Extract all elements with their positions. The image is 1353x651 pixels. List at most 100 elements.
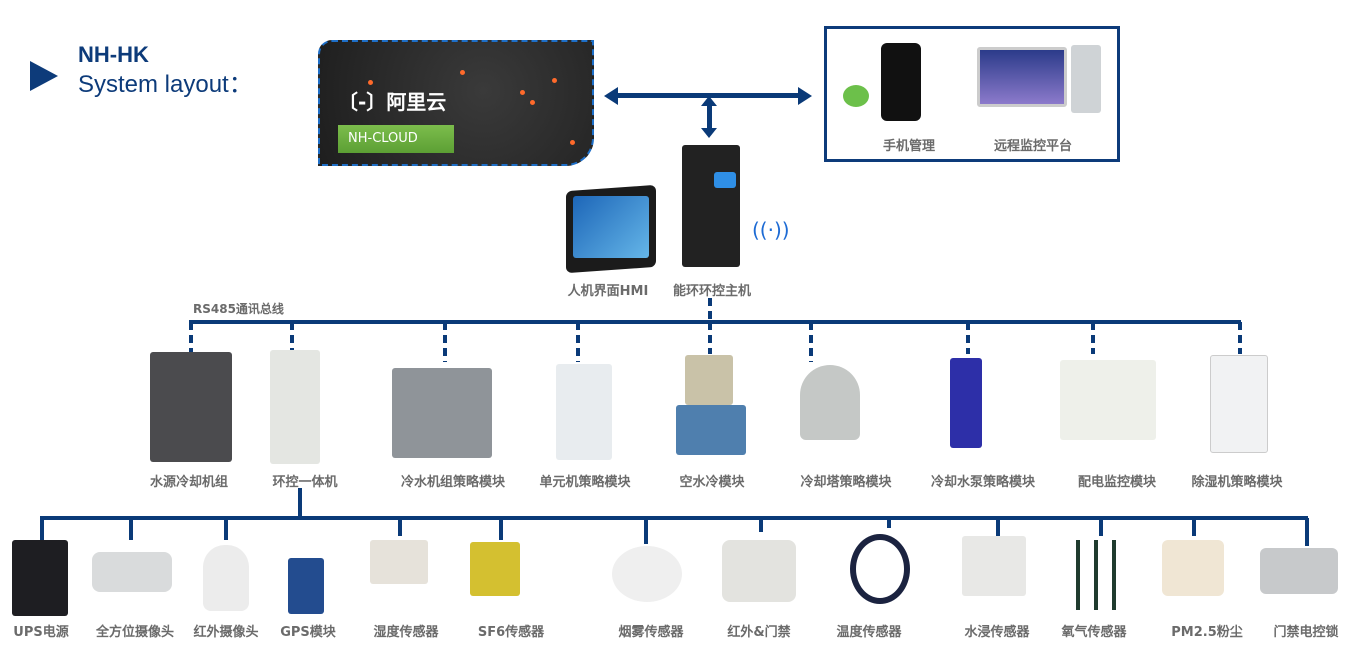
sf6-sensor-image: [470, 542, 520, 596]
map-dot: [530, 100, 535, 105]
water-chiller-image: [150, 352, 232, 462]
aliyun-logo: 〔-〕阿里云: [338, 86, 446, 115]
module-label: 除湿机策略模块: [1191, 475, 1283, 490]
module-label: 环控一体机: [272, 475, 338, 490]
sensor-label: 烟雾传感器: [618, 625, 684, 640]
module-drop: [576, 322, 580, 362]
hmi-screen: [573, 196, 649, 258]
module-label: 水源冷却机组: [149, 475, 229, 490]
ups-image: [12, 540, 68, 616]
arrow-left-icon: [604, 87, 618, 105]
host-bus-link: [708, 298, 712, 322]
sensor-drop: [499, 518, 503, 540]
module-drop: [443, 322, 447, 362]
sensor-drop: [129, 518, 133, 540]
sensor-drop: [996, 518, 1000, 536]
module-drop: [1091, 322, 1095, 354]
sensor-drop: [224, 518, 228, 540]
module-drop: [1238, 322, 1242, 354]
water-leak-sensor-image: [962, 536, 1026, 596]
bus-label: RS485通讯总线: [193, 302, 284, 316]
page-subtitle: System layout：: [78, 71, 253, 98]
module-drop: [708, 322, 712, 354]
remote-access-box: 手机管理 远程监控平台: [824, 26, 1120, 162]
rs485-bus-line: [189, 320, 1241, 324]
sensor-label: 温度传感器: [836, 625, 902, 640]
humidity-sensor-image: [370, 540, 428, 584]
module-drop: [189, 322, 193, 354]
unit-ac-image: [556, 364, 612, 460]
env-control-unit-image: [270, 350, 320, 464]
nh-cloud-badge[interactable]: NH-CLOUD: [338, 125, 454, 153]
module-label: 空水冷模块: [679, 475, 745, 490]
electric-lock-image: [1260, 548, 1338, 594]
module-drop: [290, 322, 294, 354]
module-label: 冷却水泵策略模块: [930, 475, 1036, 490]
gps-module-image: [288, 558, 324, 614]
remote-label: 手机管理: [882, 139, 936, 154]
module-label: 冷却塔策略模块: [800, 475, 892, 490]
sensor-drop: [40, 518, 44, 540]
host-cabinet: [682, 145, 740, 267]
sensor-label: PM2.5粉尘: [1171, 625, 1243, 640]
sensor-label: 水浸传感器: [964, 625, 1030, 640]
module-label: 冷水机组策略模块: [400, 475, 506, 490]
sensor-drop: [759, 518, 763, 532]
infrared-detector-image: [722, 540, 796, 602]
host-cloud-link: [707, 100, 712, 132]
arrow-right-icon: [798, 87, 812, 105]
sensor-drop: [1305, 518, 1309, 546]
sensor-drop: [887, 518, 891, 528]
sensor-drop: [1192, 518, 1196, 536]
sensor-label: SF6传感器: [477, 625, 545, 640]
arrow-up-icon: [701, 96, 717, 106]
water-pump-image: [950, 358, 982, 448]
temperature-sensor-image: [850, 534, 910, 604]
env-unit-sensor-link: [298, 488, 302, 518]
dehumidifier-image: [1210, 355, 1268, 453]
pm25-sensor-image: [1162, 540, 1224, 596]
sensor-drop: [1099, 518, 1103, 536]
sensor-label: 门禁电控锁: [1273, 625, 1339, 640]
module-drop: [809, 322, 813, 362]
power-monitor-image: [1060, 360, 1156, 440]
aliyun-bracket-icon: 〔-〕: [338, 90, 387, 114]
sensor-drop: [398, 518, 402, 536]
brand-title: NH-HK: [78, 42, 149, 67]
map-dot: [552, 78, 557, 83]
host-screen: [714, 172, 736, 188]
sensor-label: 氧气传感器: [1061, 625, 1127, 640]
sensor-label: 红外&门禁: [727, 625, 791, 640]
phone-icon: [881, 43, 921, 121]
module-drop: [966, 322, 970, 354]
sensor-label: 红外摄像头: [193, 625, 259, 640]
module-label: 配电监控模块: [1077, 475, 1157, 490]
module-label: 单元机策略模块: [539, 475, 631, 490]
sensor-label: 湿度传感器: [373, 625, 439, 640]
arrow-down-icon: [701, 128, 717, 138]
sensor-label: UPS电源: [13, 625, 69, 640]
bullet-camera-image: [92, 552, 172, 592]
map-dot: [368, 80, 373, 85]
wifi-antenna-icon: ((·)): [752, 218, 790, 242]
aliyun-text: 阿里云: [386, 90, 447, 114]
sensor-bus-line: [40, 516, 1308, 520]
dome-camera-image: [203, 545, 249, 611]
monitor-icon: [977, 47, 1067, 107]
host-label: 能环环控主机: [672, 284, 752, 299]
map-dot: [460, 70, 465, 75]
sensor-drop: [644, 518, 648, 544]
air-water-cooler-image: [676, 405, 746, 455]
chiller-module-image: [392, 368, 492, 458]
sensor-label: 全方位摄像头: [95, 625, 175, 640]
cloud-panel: 〔-〕阿里云 NH-CLOUD: [318, 40, 594, 166]
sensor-label: GPS模块: [280, 625, 336, 640]
oxygen-sensor-image: [1066, 540, 1130, 610]
air-water-cooler-top: [685, 355, 733, 405]
tower-pc-icon: [1071, 45, 1101, 113]
map-dot: [520, 90, 525, 95]
map-dot: [570, 140, 575, 145]
hmi-label: 人机界面HMI: [567, 284, 649, 299]
wechat-icon: [843, 85, 869, 107]
cooling-tower-image: [800, 365, 860, 440]
